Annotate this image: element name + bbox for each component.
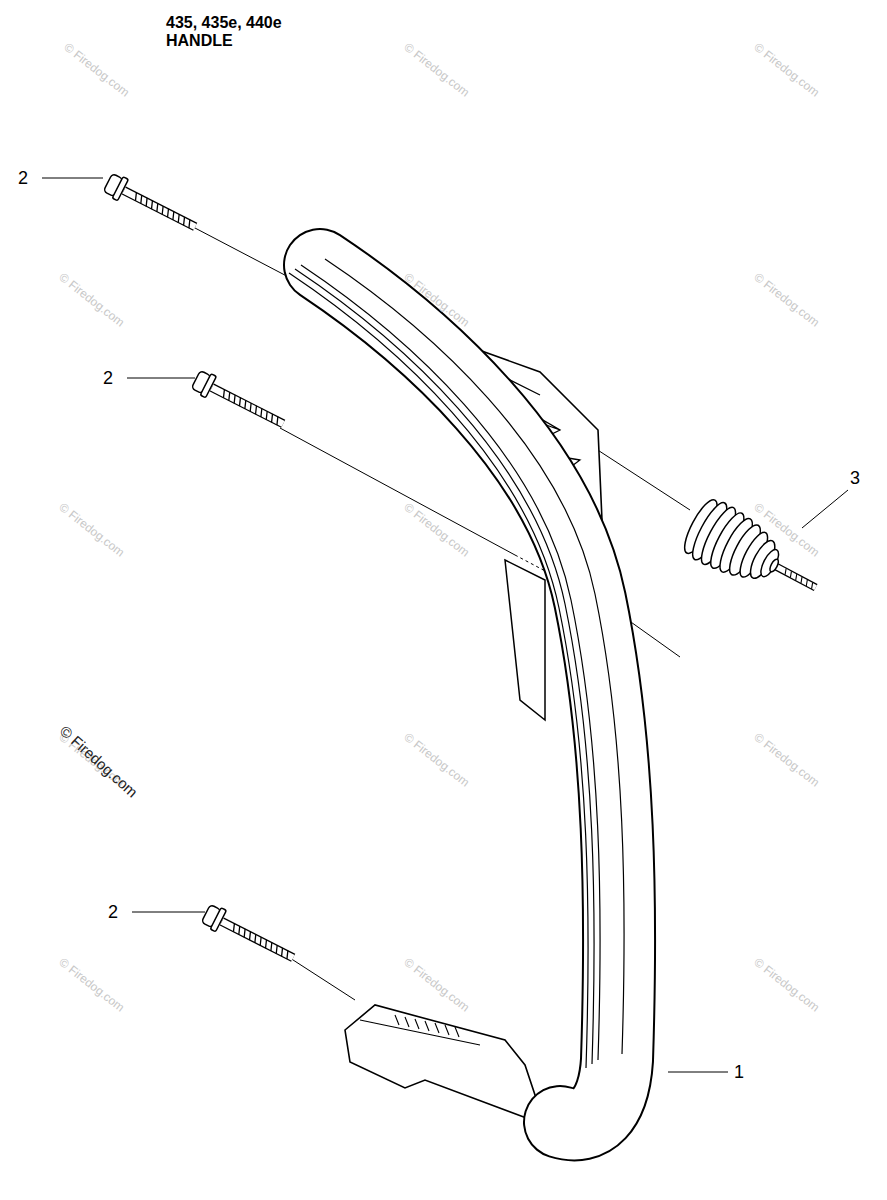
watermark: © Firedog.com bbox=[401, 730, 472, 790]
watermark: © Firedog.com bbox=[751, 270, 822, 330]
callout-number: 3 bbox=[850, 468, 860, 488]
watermark: © Firedog.com bbox=[61, 40, 132, 100]
callout-number: 2 bbox=[18, 168, 28, 188]
watermark: © Firedog.com bbox=[56, 955, 127, 1015]
watermark: © Firedog.com bbox=[56, 500, 127, 560]
watermark: © Firedog.com bbox=[57, 722, 142, 801]
watermark: © Firedog.com bbox=[751, 40, 822, 100]
watermark: © Firedog.com bbox=[751, 955, 822, 1015]
watermark: © Firedog.com bbox=[751, 730, 822, 790]
callout-number: 1 bbox=[734, 1062, 744, 1082]
diagram-title: 435, 435e, 440e HANDLE bbox=[166, 14, 306, 50]
watermark: © Firedog.com bbox=[401, 40, 472, 100]
callout-number: 2 bbox=[108, 902, 118, 922]
callout-number: 2 bbox=[103, 368, 113, 388]
watermark: © Firedog.com bbox=[401, 500, 472, 560]
watermark: © Firedog.com bbox=[401, 955, 472, 1015]
watermark: © Firedog.com bbox=[56, 270, 127, 330]
